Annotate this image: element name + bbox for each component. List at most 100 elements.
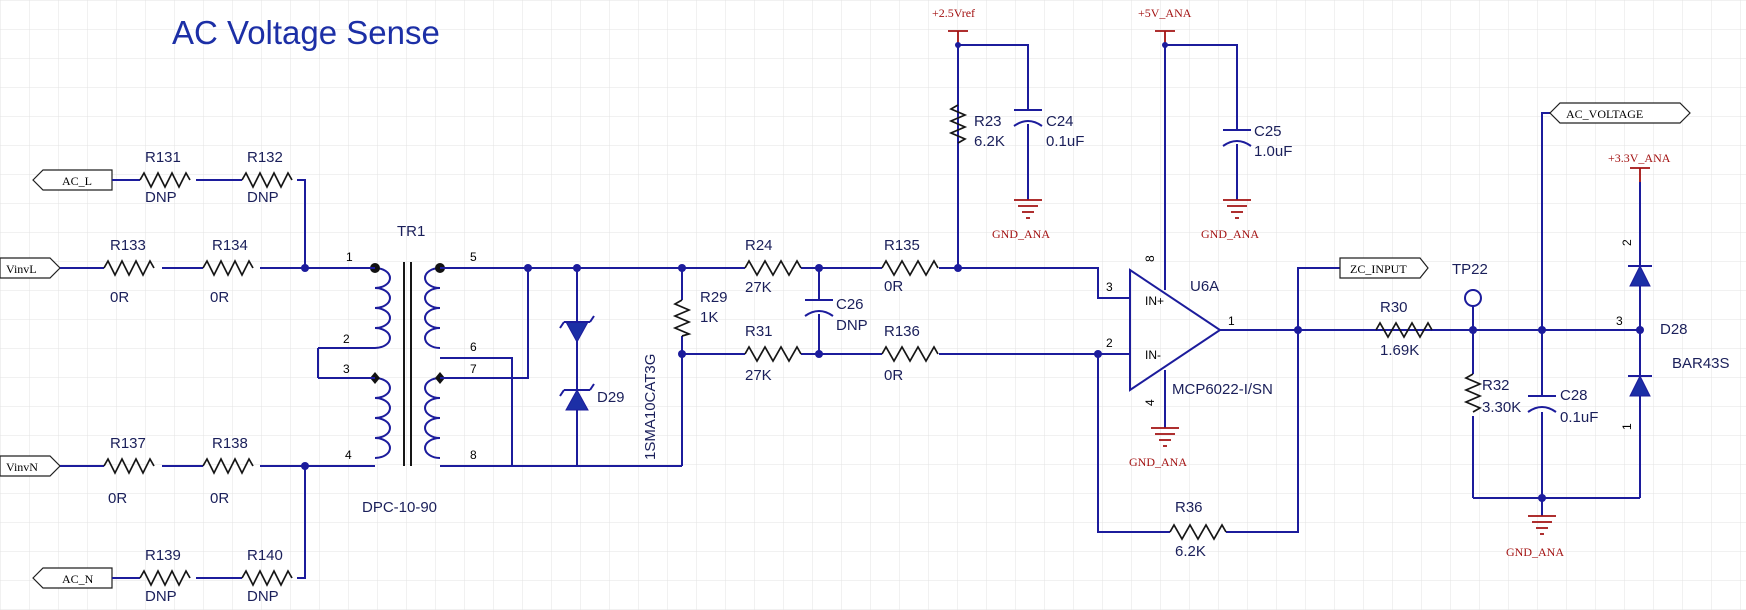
- input-wires: [60, 179, 348, 579]
- svg-text:0R: 0R: [210, 490, 229, 507]
- svg-text:U6A: U6A: [1190, 278, 1219, 295]
- resistor-r137: R137 0R: [103, 435, 155, 507]
- resistor-r132: R132 DNP: [241, 149, 293, 206]
- svg-text:0R: 0R: [210, 289, 229, 306]
- svg-text:MCP6022-I/SN: MCP6022-I/SN: [1172, 381, 1273, 398]
- svg-text:R30: R30: [1380, 299, 1408, 316]
- ground-u6a: GND_ANA: [1129, 427, 1187, 469]
- svg-text:DNP: DNP: [145, 588, 177, 605]
- svg-text:8: 8: [1143, 255, 1157, 262]
- resistor-r31: R31 27K: [744, 323, 802, 384]
- svg-text:R136: R136: [884, 323, 920, 340]
- svg-text:1.0uF: 1.0uF: [1254, 143, 1292, 160]
- transformer-tr1: TR1 DPC-10-90 1 2 3 4 5 6 7 8: [317, 223, 477, 516]
- resistor-r135: R135 0R: [881, 237, 939, 295]
- resistor-r139: R139 DNP: [139, 547, 191, 605]
- opamp-u6a: IN+ IN- 3 2 1 8 4 U6A MCP6022-I/SN: [1098, 255, 1273, 428]
- svg-text:7: 7: [470, 362, 477, 376]
- right-wires: [1440, 112, 1644, 516]
- svg-text:TR1: TR1: [397, 223, 425, 240]
- svg-text:3: 3: [1616, 314, 1623, 328]
- svg-text:R36: R36: [1175, 499, 1203, 516]
- svg-text:R137: R137: [110, 435, 146, 452]
- svg-text:+5V_ANA: +5V_ANA: [1138, 6, 1192, 20]
- svg-text:6: 6: [470, 340, 477, 354]
- resistor-r136: R136 0R: [881, 323, 939, 384]
- ground-c28: GND_ANA: [1506, 515, 1564, 559]
- svg-text:GND_ANA: GND_ANA: [992, 227, 1050, 241]
- svg-text:R134: R134: [212, 237, 248, 254]
- tvs-diode-d29: D29 1SMA10CAT3G: [559, 315, 659, 460]
- v5-wires: [1162, 42, 1238, 268]
- svg-text:GND_ANA: GND_ANA: [1129, 455, 1187, 469]
- svg-text:AC_N: AC_N: [62, 572, 94, 586]
- svg-text:DNP: DNP: [836, 317, 868, 334]
- ground-c24: GND_ANA: [992, 199, 1050, 241]
- svg-text:R32: R32: [1482, 377, 1510, 394]
- svg-text:VinvN: VinvN: [6, 460, 38, 474]
- page-title: AC Voltage Sense: [172, 14, 440, 51]
- svg-text:1: 1: [346, 250, 353, 264]
- svg-text:2: 2: [1106, 336, 1113, 350]
- svg-text:R135: R135: [884, 237, 920, 254]
- svg-text:C28: C28: [1560, 387, 1588, 404]
- svg-text:ZC_INPUT: ZC_INPUT: [1350, 262, 1407, 276]
- svg-text:2: 2: [343, 332, 350, 346]
- svg-text:+3.3V_ANA: +3.3V_ANA: [1608, 151, 1671, 165]
- svg-text:DNP: DNP: [247, 189, 279, 206]
- svg-text:0R: 0R: [108, 490, 127, 507]
- svg-text:D29: D29: [597, 389, 625, 406]
- svg-text:C26: C26: [836, 296, 864, 313]
- svg-text:8: 8: [470, 448, 477, 462]
- resistor-r32: R32 3.30K: [1463, 373, 1521, 416]
- svg-text:TP22: TP22: [1452, 261, 1488, 278]
- svg-text:4: 4: [1143, 399, 1157, 406]
- svg-text:1SMA10CAT3G: 1SMA10CAT3G: [642, 354, 659, 460]
- svg-text:1: 1: [1620, 423, 1634, 430]
- svg-text:3: 3: [1106, 280, 1113, 294]
- svg-text:R138: R138: [212, 435, 248, 452]
- svg-text:0R: 0R: [110, 289, 129, 306]
- svg-text:3: 3: [343, 362, 350, 376]
- diode-d28: 2 1 3 D28 BAR43S: [1616, 182, 1730, 498]
- resistor-r29: R29 1K: [672, 289, 728, 337]
- svg-text:R31: R31: [745, 323, 773, 340]
- testpoint-tp22: TP22: [1452, 261, 1488, 330]
- resistor-r36: R36 6.2K: [1169, 499, 1227, 560]
- secondary-wires: [470, 264, 745, 467]
- svg-text:27K: 27K: [745, 279, 772, 296]
- svg-text:VinvL: VinvL: [6, 262, 37, 276]
- capacitor-c28: C28 0.1uF: [1527, 387, 1598, 426]
- svg-text:6.2K: 6.2K: [1175, 543, 1206, 560]
- resistor-r138: R138 0R: [202, 435, 254, 507]
- filter-wires: [801, 45, 1112, 358]
- svg-text:AC_L: AC_L: [62, 174, 92, 188]
- svg-text:+2.5Vref: +2.5Vref: [932, 6, 975, 20]
- port-ac-l: AC_L: [32, 169, 113, 191]
- port-zc-input: ZC_INPUT: [1339, 257, 1429, 279]
- svg-text:BAR43S: BAR43S: [1672, 355, 1730, 372]
- resistor-r24: R24 27K: [744, 237, 802, 296]
- svg-text:GND_ANA: GND_ANA: [1506, 545, 1564, 559]
- svg-text:5: 5: [470, 250, 477, 264]
- resistor-r23: R23 6.2K: [948, 100, 1005, 150]
- resistor-r131: R131 DNP: [139, 149, 191, 206]
- resistor-r133: R133 0R: [103, 237, 155, 306]
- port-ac-voltage: AC_VOLTAGE: [1549, 102, 1691, 124]
- svg-text:R131: R131: [145, 149, 181, 166]
- svg-text:4: 4: [345, 448, 352, 462]
- svg-text:2: 2: [1620, 239, 1634, 246]
- ground-c25: GND_ANA: [1201, 199, 1259, 241]
- svg-text:1.69K: 1.69K: [1380, 342, 1419, 359]
- svg-text:6.2K: 6.2K: [974, 133, 1005, 150]
- svg-text:R23: R23: [974, 113, 1002, 130]
- svg-text:AC_VOLTAGE: AC_VOLTAGE: [1566, 107, 1643, 121]
- svg-text:IN+: IN+: [1145, 294, 1164, 308]
- svg-text:27K: 27K: [745, 367, 772, 384]
- svg-text:C24: C24: [1046, 113, 1074, 130]
- svg-text:1K: 1K: [700, 309, 718, 326]
- svg-text:R140: R140: [247, 547, 283, 564]
- capacitor-c26: C26 DNP: [804, 296, 868, 334]
